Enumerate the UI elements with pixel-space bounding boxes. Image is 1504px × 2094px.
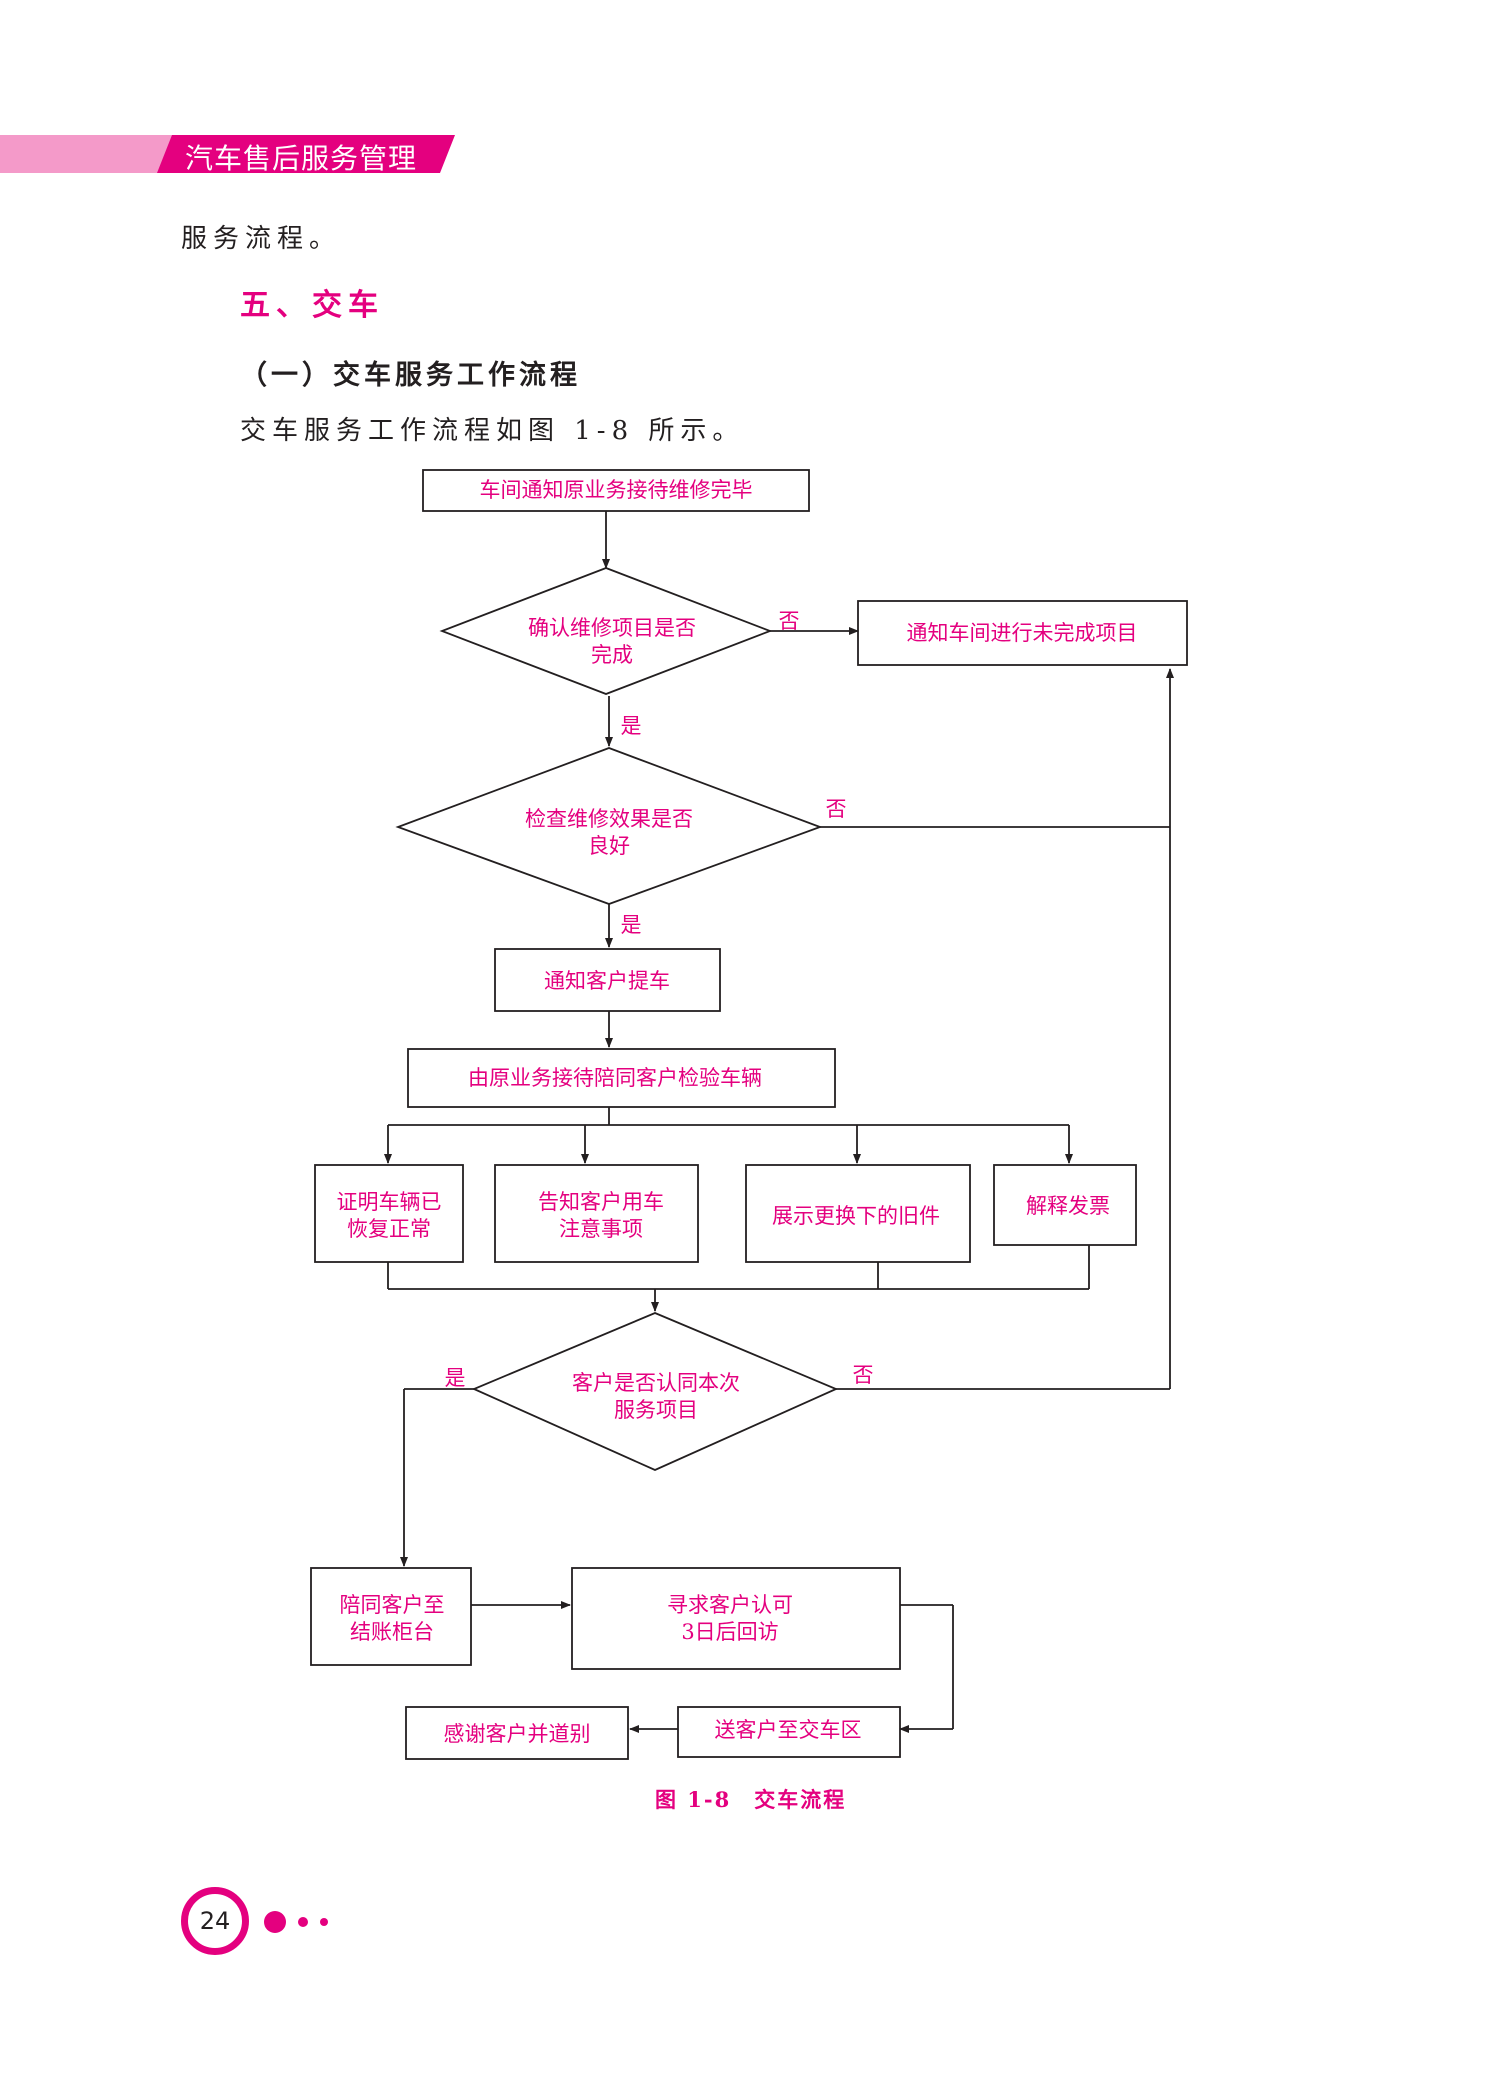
decision-customer-approve [471, 1312, 839, 1471]
node-workshop-notify [422, 469, 810, 512]
node-text: 由原业务接待陪同客户检验车辆 [468, 1066, 762, 1090]
node-text: 车间通知原业务接待维修完毕 [480, 478, 753, 502]
edge-label-no: 否 [826, 797, 847, 821]
section-title: 五、交车 [240, 288, 384, 323]
node-show-old-parts [745, 1164, 971, 1263]
node-text: 寻求客户认可 [667, 1593, 793, 1617]
node-text: 结账柜台 [350, 1620, 434, 1644]
node-text: 服务项目 [614, 1398, 698, 1422]
node-text: 展示更换下的旧件 [772, 1204, 940, 1228]
node-text: 完成 [591, 643, 633, 667]
header-band [0, 135, 455, 173]
node-explain-invoice [993, 1164, 1137, 1246]
node-text: 恢复正常 [347, 1217, 431, 1241]
node-text: 证明车辆已 [337, 1190, 442, 1214]
body-line: 服务流程。 [181, 224, 342, 254]
node-text: 解释发票 [1026, 1194, 1110, 1218]
node-inspect-vehicle [407, 1048, 836, 1108]
node-text: 检查维修效果是否 [525, 807, 693, 831]
node-thanks-goodbye [405, 1706, 629, 1760]
edge-label-yes: 是 [621, 913, 642, 937]
page-number: 24 [181, 1887, 249, 1955]
node-seek-approval [571, 1567, 901, 1670]
node-delivery-area [677, 1706, 901, 1758]
subsection-title: （一）交车服务工作流程 [240, 360, 581, 391]
edge-label-yes: 是 [621, 714, 642, 738]
node-text: 送客户至交车区 [715, 1718, 862, 1742]
node-text: 注意事项 [559, 1217, 643, 1241]
node-checkout-counter [310, 1567, 472, 1666]
decor-dot [264, 1911, 286, 1933]
node-notify-incomplete [857, 600, 1188, 666]
node-text: 良好 [588, 834, 630, 858]
intro-paragraph: 交车服务工作流程如图 1-8 所示。 [240, 416, 745, 446]
figure-caption: 图 1-8 交车流程 [655, 1787, 847, 1812]
node-text: 通知车间进行未完成项目 [907, 621, 1138, 645]
node-text: 告知客户用车 [538, 1190, 664, 1214]
decor-dot [320, 1918, 328, 1926]
node-text: 确认维修项目是否 [528, 616, 696, 640]
edge-label-no: 否 [853, 1363, 874, 1387]
node-text: 3日后回访 [681, 1620, 778, 1644]
header-title: 汽车售后服务管理 [185, 142, 418, 175]
node-prove-normal [314, 1164, 464, 1263]
decision-quality-good [395, 747, 823, 905]
node-text: 通知客户提车 [544, 969, 670, 993]
node-text: 客户是否认同本次 [572, 1371, 740, 1395]
decision-items-complete [439, 567, 773, 695]
decor-dot [298, 1917, 308, 1927]
node-text: 陪同客户至 [340, 1593, 445, 1617]
edge-label-no: 否 [779, 609, 800, 633]
node-notify-customer [494, 948, 721, 1012]
edge-label-yes: 是 [445, 1366, 466, 1390]
node-text: 感谢客户并道别 [444, 1722, 591, 1746]
node-usage-notes [494, 1164, 699, 1263]
